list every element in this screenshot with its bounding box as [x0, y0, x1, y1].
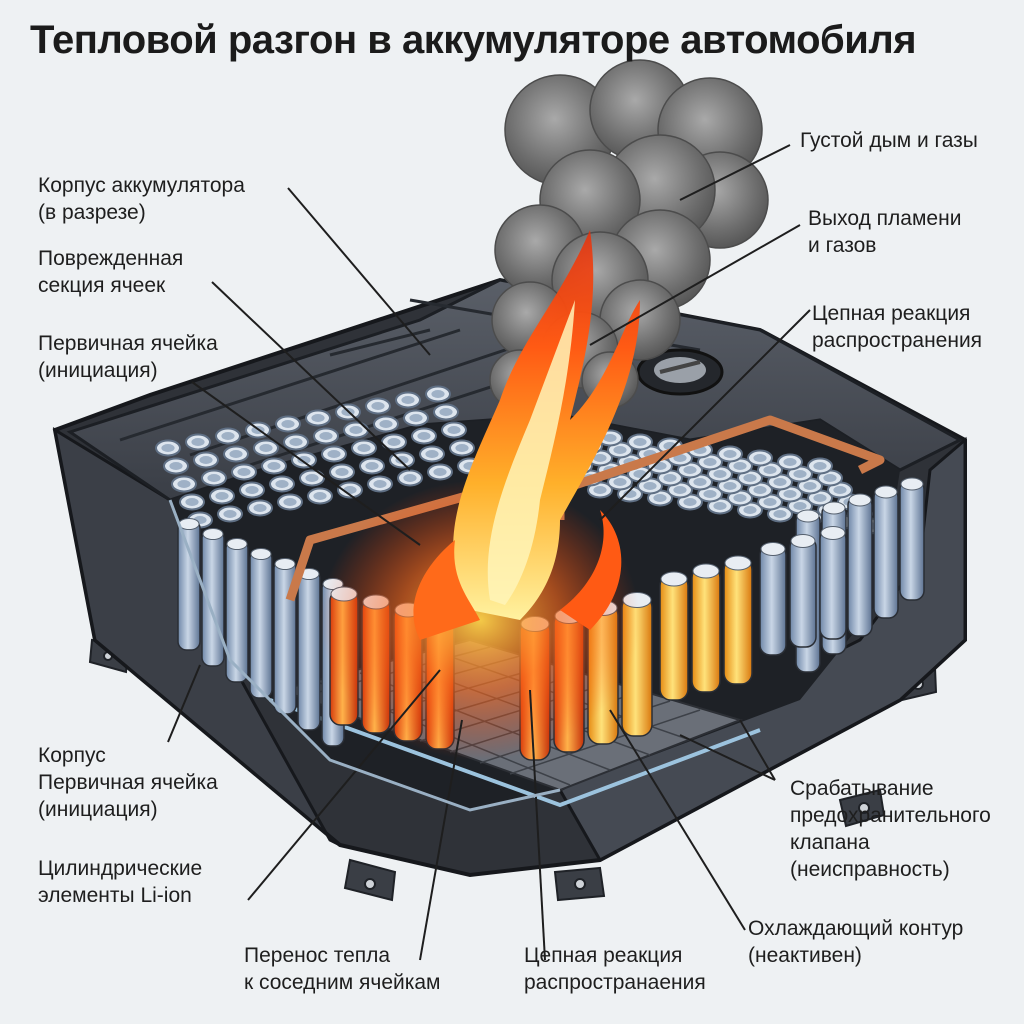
smoke-plume	[489, 59, 769, 411]
battery-cell	[899, 477, 925, 601]
battery-cell	[691, 563, 721, 693]
battery-cell	[659, 571, 689, 701]
battery-cell	[759, 542, 787, 656]
housing-cut-edge	[168, 499, 561, 812]
flame-jet	[413, 230, 640, 640]
leader-lines	[167, 144, 811, 961]
battery-cell	[873, 485, 899, 619]
label-primary-cell-top: Первичная ячейка(инициация)	[38, 332, 218, 382]
battery-cell	[225, 538, 249, 683]
page-title: Тепловой разгон в аккумуляторе автомобил…	[30, 18, 917, 62]
battery-cell	[789, 534, 817, 648]
battery-cell	[297, 568, 321, 731]
label-cooling: Охлаждающий контур(неактивен)	[748, 917, 964, 967]
battery-cell	[723, 555, 753, 685]
vent-valve-cap	[636, 348, 724, 396]
battery-cell	[847, 493, 873, 637]
battery-cell	[177, 518, 201, 651]
battery-cell	[819, 526, 847, 640]
label-case-section: Корпус аккумулятора(в разрезе)	[38, 174, 245, 224]
battery-cell	[249, 548, 273, 699]
label-smoke: Густой дым и газы	[800, 129, 978, 152]
